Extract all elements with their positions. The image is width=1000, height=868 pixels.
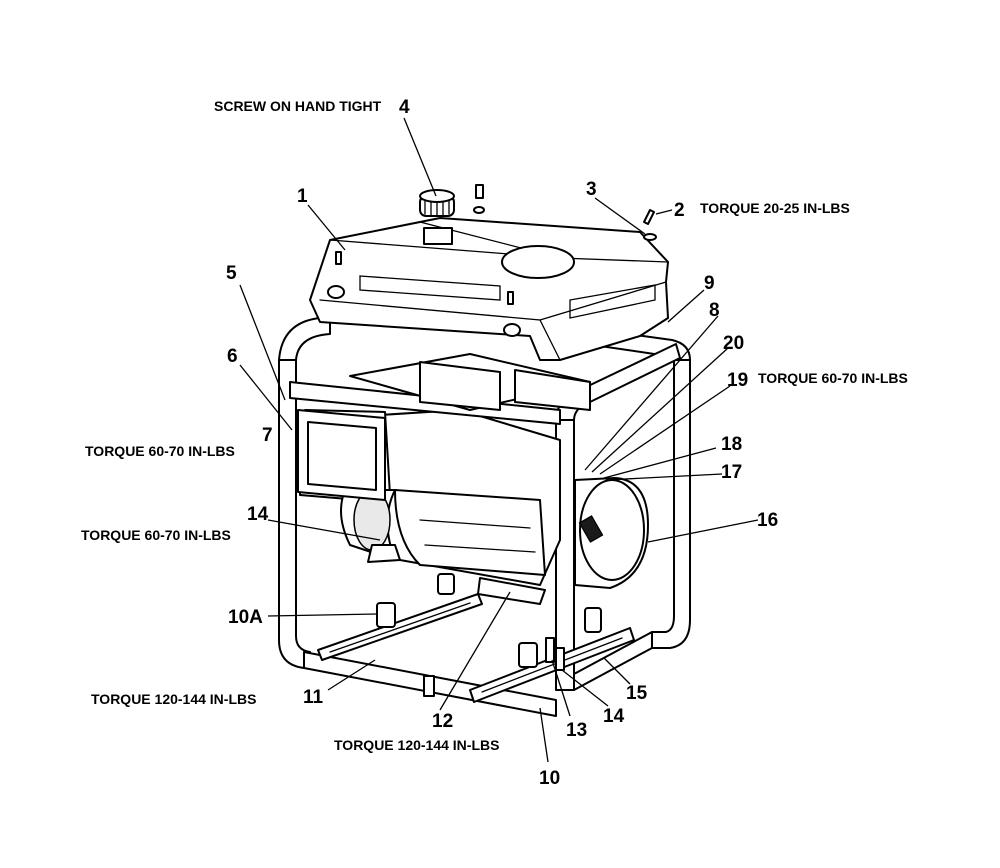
callout-5: 5 [226,263,237,284]
note-torque-60-70-left-lower: TORQUE 60-70 IN-LBS [81,527,231,543]
fasteners [335,184,657,305]
note-torque-60-70-left-upper: TORQUE 60-70 IN-LBS [85,443,235,459]
callout-15: 15 [626,683,648,704]
callout-13: 13 [566,720,587,741]
callout-9: 9 [704,273,715,294]
note-torque-60-70-right: TORQUE 60-70 IN-LBS [758,370,908,386]
callout-16: 16 [757,510,778,531]
callouts: 4 1 3 2 5 9 8 20 6 19 7 18 17 14 16 10A … [226,97,778,789]
fuel-tank [309,217,669,361]
vibration-mounts [376,573,602,671]
callout-17: 17 [721,462,742,483]
callout-7: 7 [262,425,273,446]
callout-8: 8 [709,300,720,321]
callout-19: 19 [727,370,748,391]
callout-1: 1 [297,186,308,207]
note-screw-on-hand-tight: SCREW ON HAND TIGHT [214,98,382,114]
callout-20: 20 [723,333,744,354]
callout-11: 11 [303,687,324,708]
notes: SCREW ON HAND TIGHT TORQUE 20-25 IN-LBS … [81,98,908,753]
callout-10a: 10A [228,607,263,628]
control-panel [297,409,386,501]
callout-12: 12 [432,711,453,732]
fuel-cap[interactable] [419,189,455,217]
note-torque-120-144-bottom: TORQUE 120-144 IN-LBS [334,737,499,753]
callout-14-left: 14 [247,504,269,525]
callout-4: 4 [399,97,410,118]
callout-6: 6 [227,346,238,367]
callout-3: 3 [586,179,597,200]
leader-lines [239,117,759,763]
callout-18: 18 [721,434,742,455]
callout-14-bottom: 14 [603,706,625,727]
callout-10: 10 [539,768,560,789]
tank-bracket [289,353,591,425]
note-torque-120-144-left: TORQUE 120-144 IN-LBS [91,691,256,707]
callout-2: 2 [674,200,685,221]
note-torque-20-25: TORQUE 20-25 IN-LBS [700,200,850,216]
